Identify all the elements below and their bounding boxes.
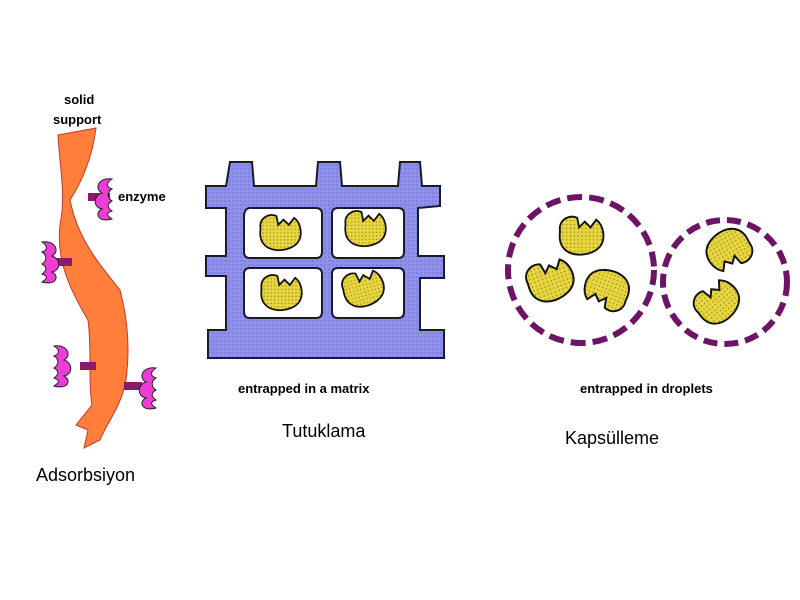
- linker-4: [124, 382, 142, 390]
- adsorbed-enzyme-icon: [94, 178, 113, 221]
- encapsulation-panel: entrapped in droplets Kapsülleme: [505, 194, 790, 448]
- encapsulated-enzyme-icon: [698, 221, 758, 279]
- encapsulated-enzyme-icon: [578, 262, 635, 316]
- entrapped-enzyme-icon: [259, 214, 302, 252]
- solid-support-label-line1: solid: [64, 92, 94, 107]
- adsorption-panel: solid support enzyme Adsorbsiyon: [36, 92, 166, 485]
- entrapped-enzyme-icon: [338, 265, 389, 312]
- adsorbed-enzyme-icon: [53, 345, 72, 388]
- matrix-caption: entrapped in a matrix: [238, 381, 370, 396]
- enzyme-label: enzyme: [118, 189, 166, 204]
- droplet-large: [505, 194, 657, 346]
- linker-2: [56, 258, 72, 266]
- entrapment-caption: Tutuklama: [282, 421, 366, 441]
- adsorbed-enzyme-icon: [138, 367, 157, 410]
- entrapment-panel: entrapped in a matrix Tutuklama: [205, 161, 445, 441]
- adsorption-caption: Adsorbsiyon: [36, 465, 135, 485]
- entrapped-enzyme-icon: [260, 274, 303, 312]
- droplet-small: [660, 217, 790, 347]
- adsorbed-enzyme-icon: [41, 241, 60, 284]
- encapsulation-caption: Kapsülleme: [565, 428, 659, 448]
- encapsulated-enzyme-icon: [687, 272, 749, 332]
- linker-3: [80, 362, 96, 370]
- matrix-grid: [205, 161, 445, 359]
- encapsulated-enzyme-icon: [521, 252, 581, 308]
- solid-support-label-line2: support: [53, 112, 102, 127]
- droplets-caption: entrapped in droplets: [580, 381, 713, 396]
- entrapped-enzyme-icon: [344, 210, 387, 248]
- encapsulated-enzyme-icon: [558, 215, 605, 256]
- solid-support: [57, 127, 129, 449]
